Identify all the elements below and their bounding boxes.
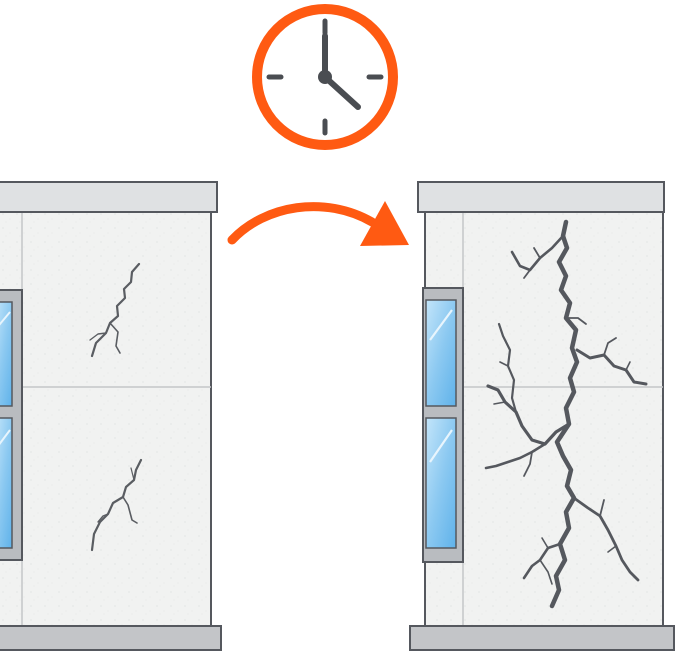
roof-cap-before <box>0 181 218 213</box>
curved-arrow-right-icon <box>227 201 409 246</box>
wall-panel-before <box>0 211 212 627</box>
crack-network-after <box>484 219 648 609</box>
crack-before-lower <box>90 458 143 552</box>
base-slab-before <box>0 625 222 651</box>
window-after <box>422 287 464 563</box>
building-before <box>0 181 222 651</box>
base-slab-after <box>409 625 675 651</box>
clock-hour-hand <box>322 74 361 110</box>
clock-icon <box>252 4 398 150</box>
roof-cap-after <box>417 181 665 213</box>
building-after <box>409 181 675 651</box>
window-before <box>0 289 23 561</box>
crack-before-upper <box>89 262 141 358</box>
